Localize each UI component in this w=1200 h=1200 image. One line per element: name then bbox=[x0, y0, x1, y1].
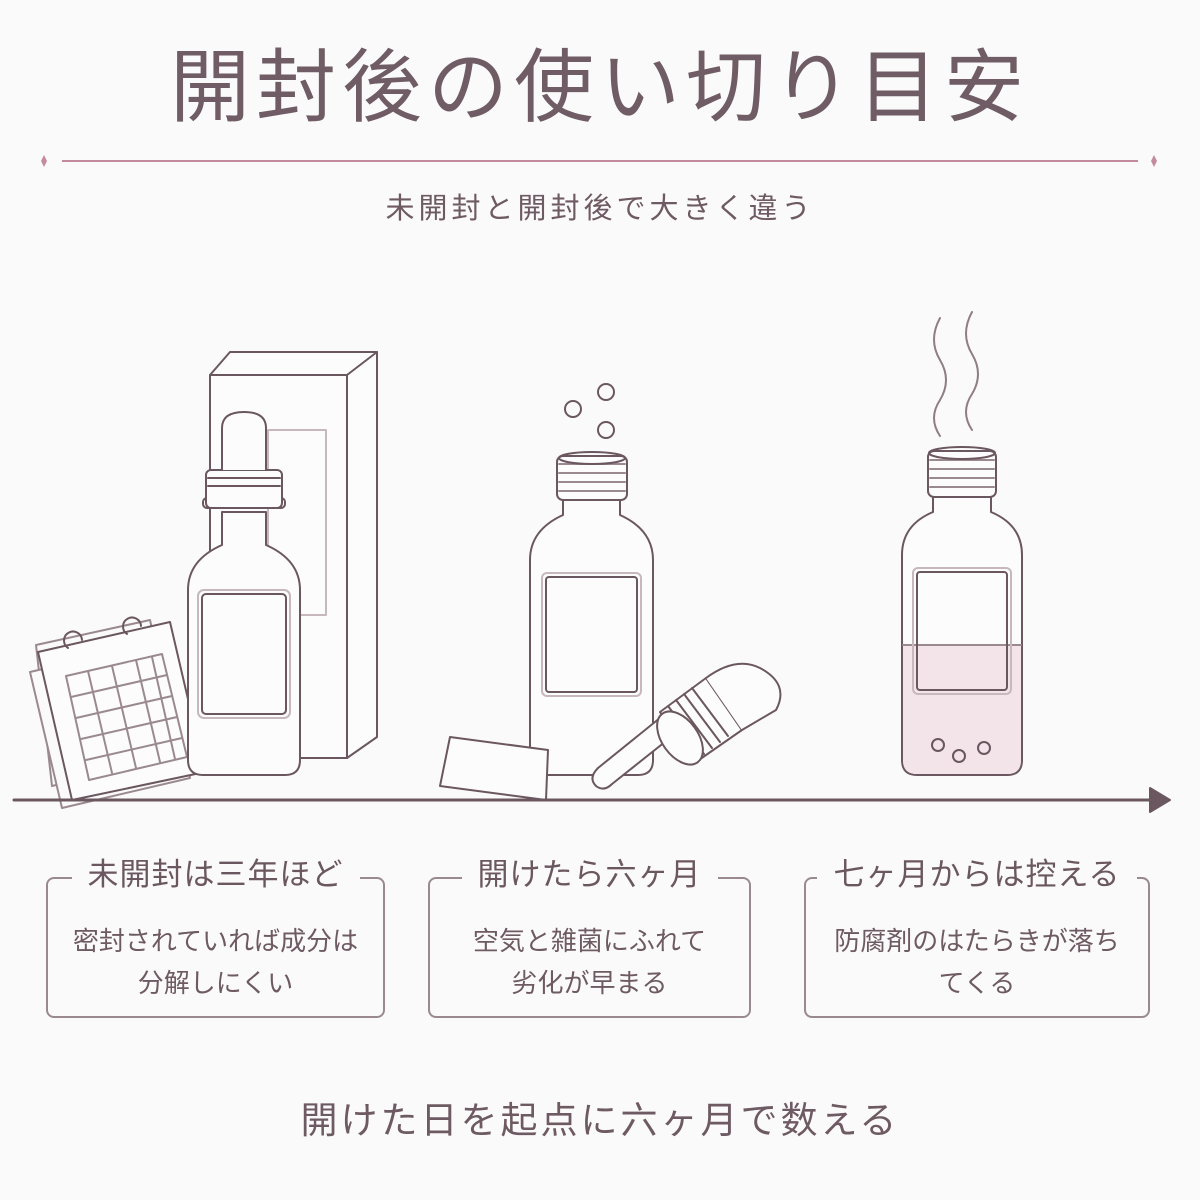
title-divider bbox=[41, 155, 1157, 167]
card-body: 空気と雑菌にふれて劣化が早まる bbox=[472, 927, 707, 999]
timeline-arrow bbox=[12, 787, 1171, 813]
card-title: 七ヶ月からは控える bbox=[806, 853, 1148, 897]
footer-note: 開けた日を起点に六ヶ月で数える bbox=[300, 1099, 900, 1142]
info-card-seven-months: 七ヶ月からは控える 防腐剤のはたらきが落ちてくる bbox=[804, 857, 1150, 1018]
info-card-opened: 開けたら六ヶ月 空気と雑菌にふれて劣化が早まる bbox=[428, 857, 751, 1018]
open-bottle-icon bbox=[529, 451, 654, 776]
bubbles-icon bbox=[564, 383, 615, 439]
card-title: 開けたら六ヶ月 bbox=[430, 853, 749, 897]
info-card-unopened: 未開封は三年ほど 密封されていれば成分は分解しにくい bbox=[46, 857, 385, 1018]
card-title: 未開封は三年ほど bbox=[48, 853, 383, 897]
card-body: 防腐剤のはたらきが落ちてくる bbox=[834, 927, 1120, 999]
odor-wavy-lines-icon bbox=[933, 311, 979, 437]
dropper-icon bbox=[591, 662, 782, 790]
calendar-icon bbox=[29, 616, 206, 809]
page-title: 開封後の使い切り目安 bbox=[170, 41, 1030, 134]
page-subtitle: 未開封と開封後で大きく違う bbox=[385, 191, 815, 225]
dropper-bottle-icon bbox=[187, 411, 301, 776]
card-body: 密封されていれば成分は分解しにくい bbox=[72, 927, 359, 999]
aged-bottle-icon bbox=[901, 446, 1023, 776]
